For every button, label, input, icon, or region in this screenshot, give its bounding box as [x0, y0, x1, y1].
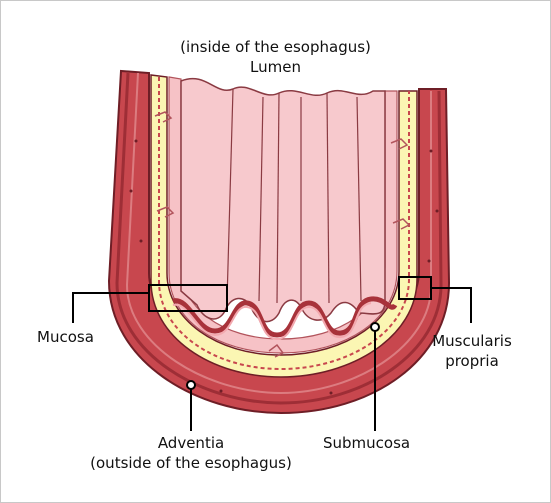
- muscularis-label-line1: Muscularis: [417, 331, 527, 351]
- lumen-label-line2: Lumen: [1, 57, 550, 77]
- submucosa-label: Submucosa: [323, 433, 410, 453]
- mucosa-label: Mucosa: [37, 327, 94, 347]
- adventia-label: Adventia (outside of the esophagus): [61, 433, 321, 473]
- adventia-label-line1: Adventia: [61, 433, 321, 453]
- adventia-label-line2: (outside of the esophagus): [61, 453, 321, 473]
- lumen-label-line1: (inside of the esophagus): [1, 37, 550, 57]
- muscularis-label: Muscularis propria: [417, 331, 527, 371]
- lumen-label: (inside of the esophagus) Lumen: [1, 37, 550, 77]
- adventia-marker: [187, 381, 195, 389]
- muscularis-label-line2: propria: [417, 351, 527, 371]
- submucosa-marker: [371, 323, 379, 331]
